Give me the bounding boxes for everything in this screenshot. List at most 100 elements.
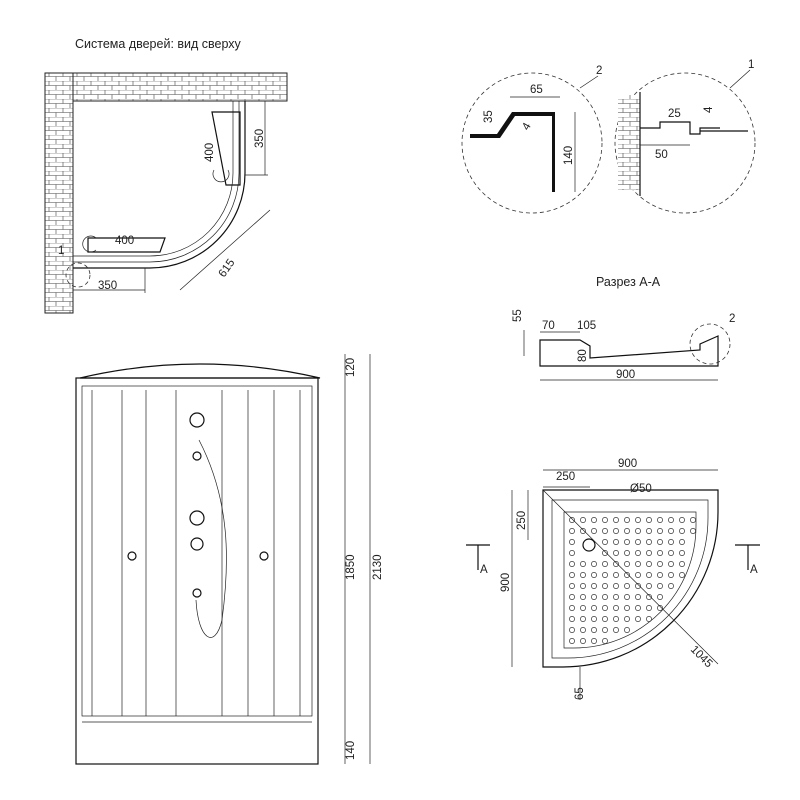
antislip-dot bbox=[613, 517, 619, 523]
detail-2-ref: 2 bbox=[596, 65, 602, 77]
antislip-dot bbox=[591, 572, 597, 578]
antislip-dot bbox=[635, 616, 641, 622]
antislip-dot bbox=[602, 528, 608, 534]
antislip-dot bbox=[657, 594, 663, 600]
antislip-dot bbox=[668, 528, 674, 534]
door-handle-right-icon bbox=[259, 551, 269, 561]
antislip-dot bbox=[624, 539, 630, 545]
antislip-dot bbox=[613, 594, 619, 600]
antislip-dot bbox=[624, 572, 630, 578]
antislip-dot bbox=[624, 550, 630, 556]
front-dim-2130: 2130 bbox=[372, 554, 384, 580]
tray-outline-inner bbox=[551, 499, 709, 659]
antislip-dot bbox=[624, 517, 630, 523]
antislip-dot bbox=[569, 605, 575, 611]
antislip-dot bbox=[657, 605, 663, 611]
section-dim-80: 80 bbox=[577, 349, 589, 362]
antislip-dot bbox=[646, 605, 652, 611]
antislip-dot bbox=[602, 539, 608, 545]
antislip-dot bbox=[646, 594, 652, 600]
antislip-dot bbox=[613, 561, 619, 567]
tray-dim-900-top: 900 bbox=[618, 458, 637, 470]
tray-dim-65: 65 bbox=[574, 687, 586, 700]
detail-1-dim-25: 25 bbox=[668, 108, 681, 120]
tray-plan: 900 250 Ø50 250 900 1045 65 A A bbox=[466, 458, 760, 700]
antislip-dot bbox=[569, 539, 575, 545]
jet-icon bbox=[192, 451, 202, 461]
antislip-dot bbox=[690, 517, 696, 523]
front-glass-area bbox=[81, 385, 313, 717]
cut-label-left: A bbox=[480, 564, 488, 576]
antislip-dot bbox=[635, 539, 641, 545]
mixer-lever-icon bbox=[190, 537, 204, 551]
antislip-dot bbox=[646, 572, 652, 578]
front-roof bbox=[79, 363, 321, 379]
antislip-dot bbox=[679, 528, 685, 534]
section-title: Разрез А-А bbox=[596, 275, 661, 289]
drain-icon bbox=[582, 538, 596, 552]
antislip-dot bbox=[646, 550, 652, 556]
door-handle-left-icon bbox=[127, 551, 137, 561]
detail-1-leader bbox=[729, 69, 751, 89]
antislip-dot bbox=[591, 528, 597, 534]
front-panels bbox=[91, 390, 301, 716]
antislip-dot bbox=[580, 616, 586, 622]
antislip-dot bbox=[624, 605, 630, 611]
detail-callout-1 bbox=[65, 262, 91, 288]
section-dim-70: 70 bbox=[542, 320, 555, 332]
antislip-dot bbox=[580, 561, 586, 567]
section-ref-2: 2 bbox=[729, 313, 735, 325]
antislip-dot bbox=[602, 594, 608, 600]
tray-dim-250-left: 250 bbox=[516, 511, 528, 530]
hand-shower-icon bbox=[192, 588, 202, 598]
antislip-dot bbox=[679, 517, 685, 523]
detail-1-wall bbox=[618, 95, 640, 190]
tray-antislip-dots bbox=[569, 517, 696, 644]
antislip-dot bbox=[668, 561, 674, 567]
antislip-dot bbox=[635, 605, 641, 611]
antislip-dot bbox=[624, 583, 630, 589]
door-dim-bottom: 400 bbox=[115, 235, 134, 247]
brick-wall-top bbox=[44, 72, 288, 102]
antislip-dot bbox=[591, 517, 597, 523]
door-leaf-bottom bbox=[87, 237, 166, 253]
antislip-dot bbox=[580, 583, 586, 589]
dim-350-bottom: 350 bbox=[98, 280, 117, 292]
front-dim-1850: 1850 bbox=[345, 554, 357, 580]
antislip-dot bbox=[646, 539, 652, 545]
antislip-dot bbox=[646, 561, 652, 567]
antislip-dot bbox=[635, 594, 641, 600]
antislip-dot bbox=[613, 528, 619, 534]
detail-1-dim-50: 50 bbox=[655, 149, 668, 161]
antislip-dot bbox=[635, 572, 641, 578]
antislip-dot bbox=[602, 638, 608, 644]
antislip-dot bbox=[690, 528, 696, 534]
antislip-dot bbox=[569, 550, 575, 556]
antislip-dot bbox=[624, 561, 630, 567]
antislip-dot bbox=[613, 539, 619, 545]
antislip-dot bbox=[613, 550, 619, 556]
antislip-dot bbox=[591, 638, 597, 644]
antislip-dot bbox=[657, 561, 663, 567]
tray-diagonal bbox=[542, 489, 719, 665]
antislip-dot bbox=[657, 539, 663, 545]
detail-1-dim-4: 4 bbox=[703, 106, 715, 113]
antislip-dot bbox=[580, 638, 586, 644]
door-dim-right: 400 bbox=[204, 143, 216, 162]
antislip-dot bbox=[613, 605, 619, 611]
detail-1-profile bbox=[640, 121, 720, 135]
antislip-dot bbox=[668, 539, 674, 545]
antislip-dot bbox=[602, 605, 608, 611]
detail-1-ref: 1 bbox=[748, 59, 754, 71]
detail-2-circle bbox=[461, 72, 603, 214]
section-detail-callout bbox=[689, 323, 731, 365]
antislip-dot bbox=[668, 583, 674, 589]
section-dim-55: 55 bbox=[512, 309, 524, 322]
mixer-knob-icon bbox=[189, 510, 205, 526]
antislip-dot bbox=[657, 528, 663, 534]
antislip-dot bbox=[635, 561, 641, 567]
detail-2-dim-65: 65 bbox=[530, 84, 543, 96]
antislip-dot bbox=[646, 583, 652, 589]
antislip-dot bbox=[679, 572, 685, 578]
curved-door-inner bbox=[73, 101, 240, 263]
